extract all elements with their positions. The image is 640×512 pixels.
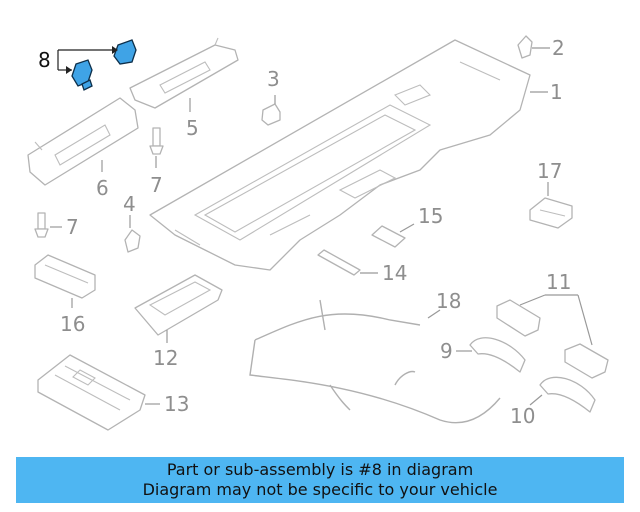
console-cover-part-12: [134, 274, 223, 336]
switch-part-15: [371, 225, 406, 248]
headliner-part: [149, 39, 531, 271]
strip-part-14: [317, 249, 361, 276]
parts-diagram: 1 2 3 5 6 7 7 4: [27, 35, 609, 431]
info-banner: Part or sub-assembly is #8 in diagram Di…: [16, 457, 624, 503]
callout-16: 16: [60, 312, 85, 336]
callout-8: 8: [38, 48, 51, 72]
clip-part-2: [517, 35, 533, 59]
callout-1: 1: [550, 80, 563, 104]
callout-12: 12: [153, 346, 178, 370]
callout-17: 17: [537, 159, 562, 183]
callout-15: 15: [418, 204, 443, 228]
callout-14: 14: [382, 261, 407, 285]
banner-line-1: Part or sub-assembly is #8 in diagram: [166, 460, 474, 479]
callout-9: 9: [440, 339, 453, 363]
sun-visor-right-part: [129, 37, 239, 109]
grab-handle-part-9: [469, 337, 526, 373]
sun-visor-left-part: [27, 97, 139, 186]
callout-18: 18: [436, 289, 461, 313]
callout-5: 5: [186, 116, 199, 140]
grab-handle-part-10: [539, 376, 596, 413]
callout-2: 2: [552, 36, 565, 60]
module-part-17: [529, 197, 573, 229]
screw-part-7a: [149, 127, 164, 155]
hook-part-4: [124, 229, 141, 253]
wiring-harness-part-18: [249, 299, 501, 424]
bracket-part-3: [261, 103, 281, 126]
highlighted-clip-part-8: [71, 39, 137, 91]
callout-10: 10: [510, 404, 535, 428]
lamp-part-16: [34, 254, 96, 299]
callout-3: 3: [267, 67, 280, 91]
overhead-console-part-13: [37, 354, 146, 431]
callout-7a: 7: [150, 173, 163, 197]
handle-bracket-part-11: [496, 299, 609, 379]
screw-part-7b: [34, 212, 49, 238]
callout-4: 4: [123, 192, 136, 216]
callout-11: 11: [546, 270, 571, 294]
callout-6: 6: [96, 176, 109, 200]
callout-13: 13: [164, 392, 189, 416]
callout-7b: 7: [66, 215, 79, 239]
banner-line-2: Diagram may not be specific to your vehi…: [142, 480, 498, 499]
